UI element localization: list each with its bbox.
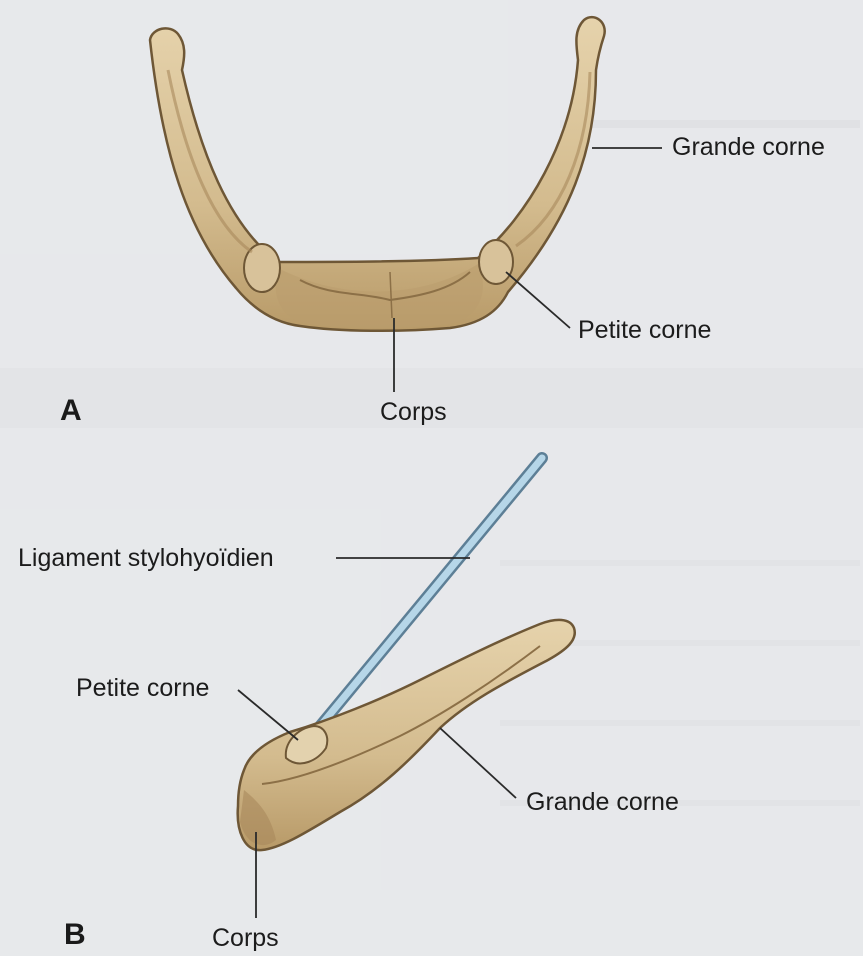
label-b-greater-horn: Grande corne xyxy=(526,788,679,817)
label-a-body: Corps xyxy=(380,398,447,427)
panel-letter-b: B xyxy=(64,918,86,952)
label-a-lesser-horn: Petite corne xyxy=(578,316,711,345)
hyoid-a-lesser-horn-right xyxy=(479,240,513,284)
label-b-body: Corps xyxy=(212,924,279,953)
label-b-lesser-horn: Petite corne xyxy=(76,674,209,703)
panel-letter-a: A xyxy=(60,394,82,428)
label-a-greater-horn: Grande corne xyxy=(672,133,825,162)
label-b-ligament: Ligament stylohyoïdien xyxy=(18,544,274,573)
